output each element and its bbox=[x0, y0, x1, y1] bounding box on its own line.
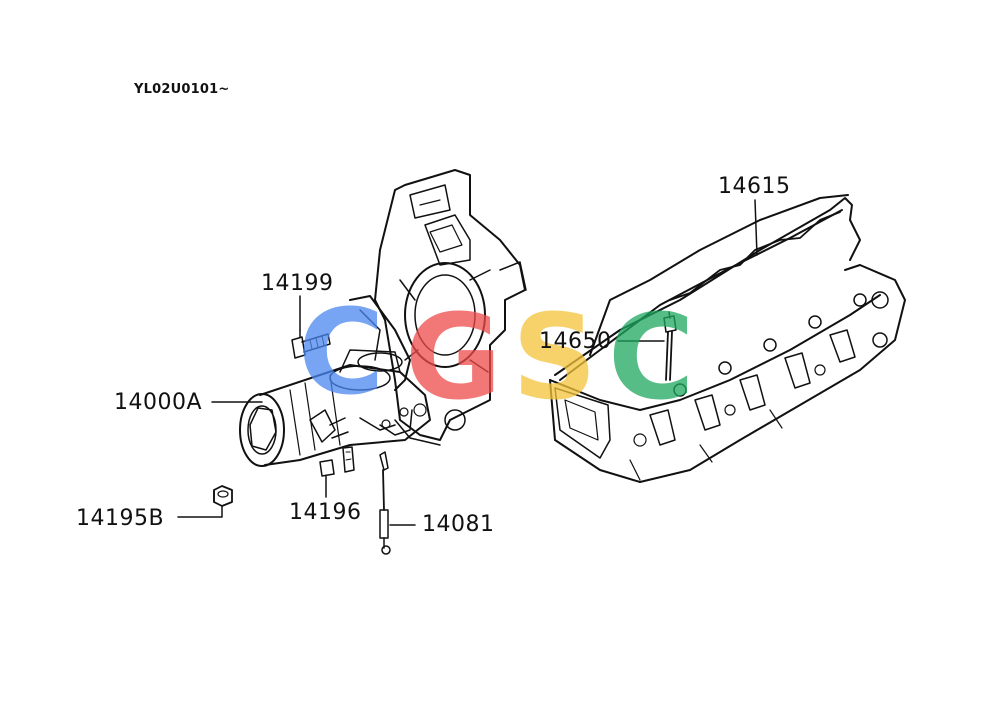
watermark-letter-c1: C bbox=[298, 283, 385, 421]
nut-drawing bbox=[213, 485, 233, 507]
cable-drawing bbox=[379, 451, 391, 555]
watermark-letter-s: S bbox=[512, 288, 597, 426]
leader-lines bbox=[177, 199, 758, 526]
watermark: C G S C bbox=[298, 283, 695, 426]
gear-case-drawing bbox=[374, 169, 527, 446]
watermark-letter-c2: C bbox=[608, 288, 695, 426]
part-number-14199: 14199 bbox=[261, 271, 334, 296]
bolt-drawing bbox=[291, 329, 331, 359]
cylinder-head-drawing bbox=[549, 194, 906, 483]
part-number-14650: 14650 bbox=[539, 329, 612, 354]
watermark-letter-g: G bbox=[405, 288, 502, 426]
part-number-14000a: 14000A bbox=[114, 390, 203, 415]
part-number-14196: 14196 bbox=[289, 500, 362, 525]
part-number-14615: 14615 bbox=[718, 174, 791, 199]
serial-code: YL02U0101~ bbox=[134, 82, 230, 97]
starter-motor-drawing bbox=[239, 295, 431, 467]
connector-drawing bbox=[319, 446, 355, 477]
part-number-14081: 14081 bbox=[422, 512, 495, 537]
glow-plug-drawing bbox=[663, 311, 677, 381]
part-number-14195b: 14195B bbox=[76, 506, 165, 531]
